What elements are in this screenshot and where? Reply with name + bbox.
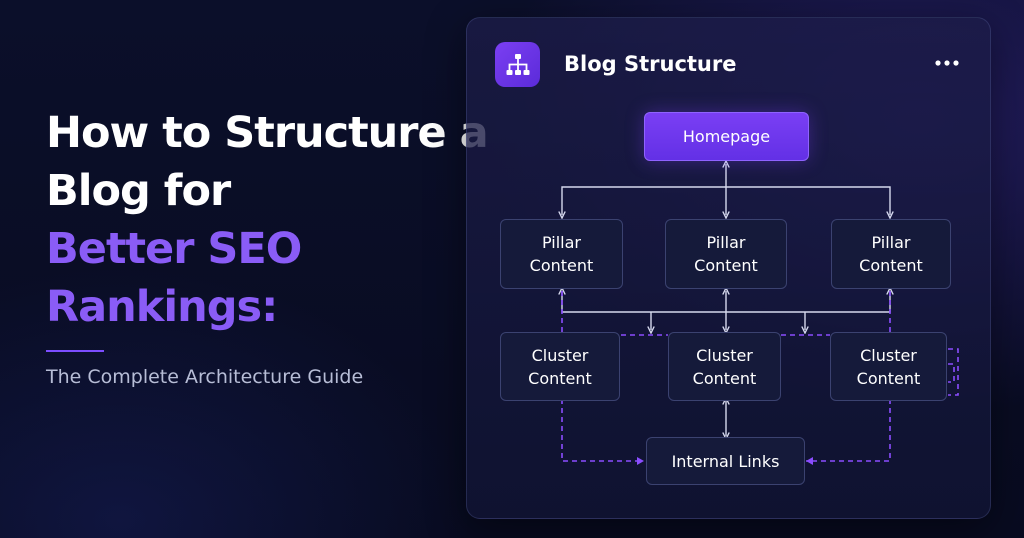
node-pillar-content-1: Pillar Content — [500, 219, 623, 289]
hero-title-line-3: Better SEO — [46, 224, 302, 274]
node-homepage: Homepage — [644, 112, 809, 161]
more-options-button[interactable] — [929, 48, 965, 78]
hero-divider — [46, 350, 104, 352]
node-internal-links: Internal Links — [646, 437, 805, 485]
more-horizontal-icon — [935, 60, 959, 66]
node-cluster-content-3: Cluster Content — [830, 332, 947, 401]
hero-title-line-4: Rankings: — [46, 282, 278, 332]
node-pillar-content-2: Pillar Content — [665, 219, 787, 289]
hero-title-line-2: Blog for — [46, 166, 231, 216]
node-pillar-content-3: Pillar Content — [831, 219, 951, 289]
hero-title-line-1: How to Structure a — [46, 108, 489, 158]
sitemap-icon — [495, 42, 540, 87]
hero: How to Structure a Blog for Better SEO R… — [46, 104, 489, 388]
card-title: Blog Structure — [564, 52, 737, 76]
node-cluster-content-2: Cluster Content — [668, 332, 781, 401]
node-cluster-content-1: Cluster Content — [500, 332, 620, 401]
hero-subtitle: The Complete Architecture Guide — [46, 366, 364, 388]
